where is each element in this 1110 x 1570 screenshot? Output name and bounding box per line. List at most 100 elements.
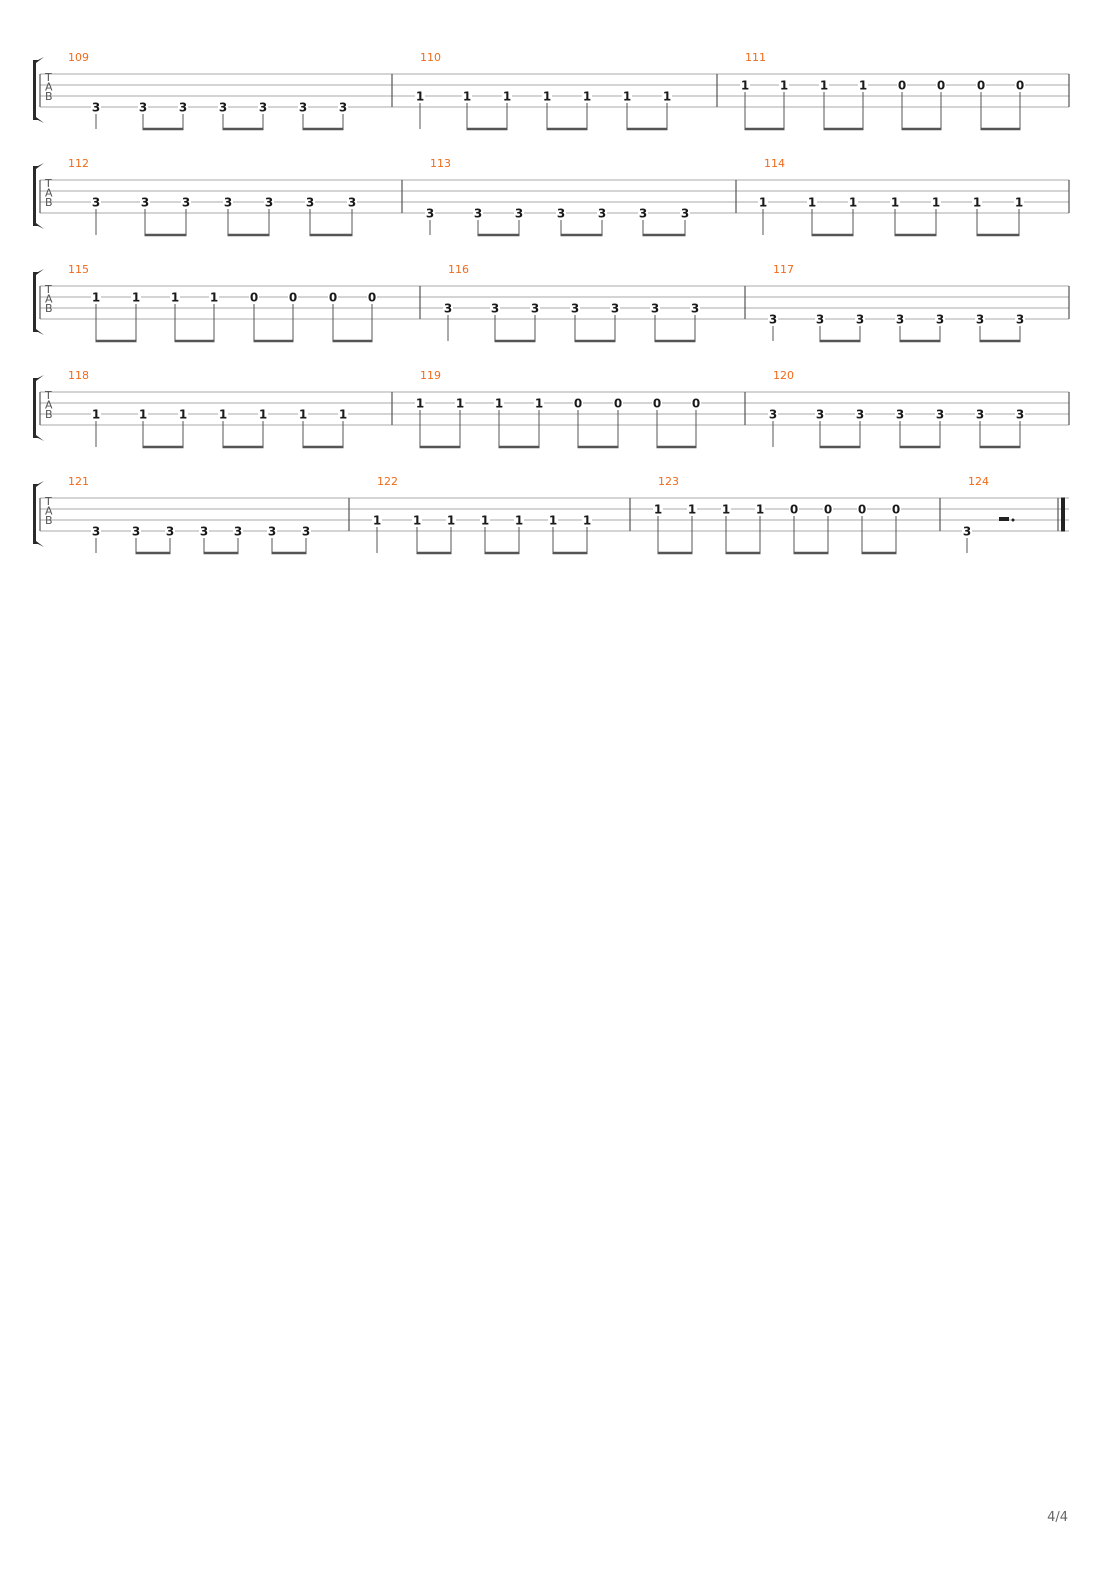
fret-number: 3: [179, 101, 187, 115]
fret-background: [556, 206, 566, 219]
fret-background: [768, 312, 778, 325]
fret-number: 1: [92, 408, 100, 422]
fret-background: [258, 100, 268, 113]
fret-background: [480, 513, 490, 526]
fret-number: 1: [808, 196, 816, 210]
fret-number: 0: [790, 503, 798, 517]
fret-background: [181, 195, 191, 208]
fret-number: 0: [250, 291, 258, 305]
fret-number: 3: [234, 525, 242, 539]
tab-clef-letter: A: [45, 187, 53, 200]
fret-background: [895, 407, 905, 420]
fret-number: 1: [171, 291, 179, 305]
measure-number: 123: [658, 475, 679, 488]
fret-number: 3: [936, 313, 944, 327]
fret-number: 0: [614, 397, 622, 411]
measure-number: 109: [68, 51, 89, 64]
fret-background: [494, 396, 504, 409]
fret-background: [931, 195, 941, 208]
fret-number: 3: [339, 101, 347, 115]
fret-background: [264, 195, 274, 208]
fret-background: [858, 78, 868, 91]
fret-background: [455, 396, 465, 409]
fret-number: 0: [898, 79, 906, 93]
measure-number: 117: [773, 263, 794, 276]
tab-clef-letter: B: [45, 196, 53, 209]
fret-number: 1: [663, 90, 671, 104]
tab-clef-letter: T: [44, 177, 52, 190]
fret-background: [935, 407, 945, 420]
fret-number: 1: [549, 514, 557, 528]
fret-number: 0: [824, 503, 832, 517]
fret-number: 1: [756, 503, 764, 517]
fret-number: 3: [426, 207, 434, 221]
fret-background: [267, 524, 277, 537]
fret-number: 1: [339, 408, 347, 422]
fret-background: [823, 502, 833, 515]
fret-background: [425, 206, 435, 219]
fret-number: 1: [299, 408, 307, 422]
fret-number: 1: [456, 397, 464, 411]
fret-background: [1015, 312, 1025, 325]
fret-number: 1: [416, 397, 424, 411]
fret-number: 1: [463, 90, 471, 104]
fret-background: [638, 206, 648, 219]
fret-number: 1: [515, 514, 523, 528]
fret-background: [249, 290, 259, 303]
fret-background: [258, 407, 268, 420]
fret-background: [962, 524, 972, 537]
fret-background: [514, 206, 524, 219]
fret-background: [165, 524, 175, 537]
fret-background: [338, 100, 348, 113]
tab-clef-letter: A: [45, 505, 53, 518]
fret-background: [891, 502, 901, 515]
fret-background: [178, 100, 188, 113]
tab-clef-letter: B: [45, 408, 53, 421]
measure-number: 120: [773, 369, 794, 382]
fret-number: 3: [611, 302, 619, 316]
measure-number: 124: [968, 475, 989, 488]
measure-number: 111: [745, 51, 766, 64]
fret-background: [972, 195, 982, 208]
tab-clef-letter: B: [45, 302, 53, 315]
tab-clef-letter: T: [44, 495, 52, 508]
system-bracket: [33, 375, 44, 441]
measure-number: 118: [68, 369, 89, 382]
fret-background: [573, 396, 583, 409]
fret-number: 3: [92, 196, 100, 210]
fret-background: [91, 100, 101, 113]
fret-background: [815, 312, 825, 325]
fret-background: [530, 301, 540, 314]
fret-background: [613, 396, 623, 409]
fret-number: 3: [299, 101, 307, 115]
fret-background: [855, 312, 865, 325]
fret-background: [890, 195, 900, 208]
fret-number: 1: [503, 90, 511, 104]
fret-number: 1: [583, 514, 591, 528]
rest-dot: [1011, 518, 1015, 522]
fret-number: 3: [651, 302, 659, 316]
fret-number: 1: [132, 291, 140, 305]
fret-number: 1: [481, 514, 489, 528]
fret-background: [91, 195, 101, 208]
fret-number: 3: [219, 101, 227, 115]
measure-number: 115: [68, 263, 89, 276]
fret-background: [462, 89, 472, 102]
fret-number: 3: [444, 302, 452, 316]
fret-number: 1: [849, 196, 857, 210]
fret-background: [721, 502, 731, 515]
fret-number: 3: [976, 408, 984, 422]
fret-number: 1: [932, 196, 940, 210]
fret-background: [338, 407, 348, 420]
fret-background: [305, 195, 315, 208]
fret-background: [582, 89, 592, 102]
fret-number: 3: [598, 207, 606, 221]
fret-background: [178, 407, 188, 420]
fret-number: 3: [132, 525, 140, 539]
